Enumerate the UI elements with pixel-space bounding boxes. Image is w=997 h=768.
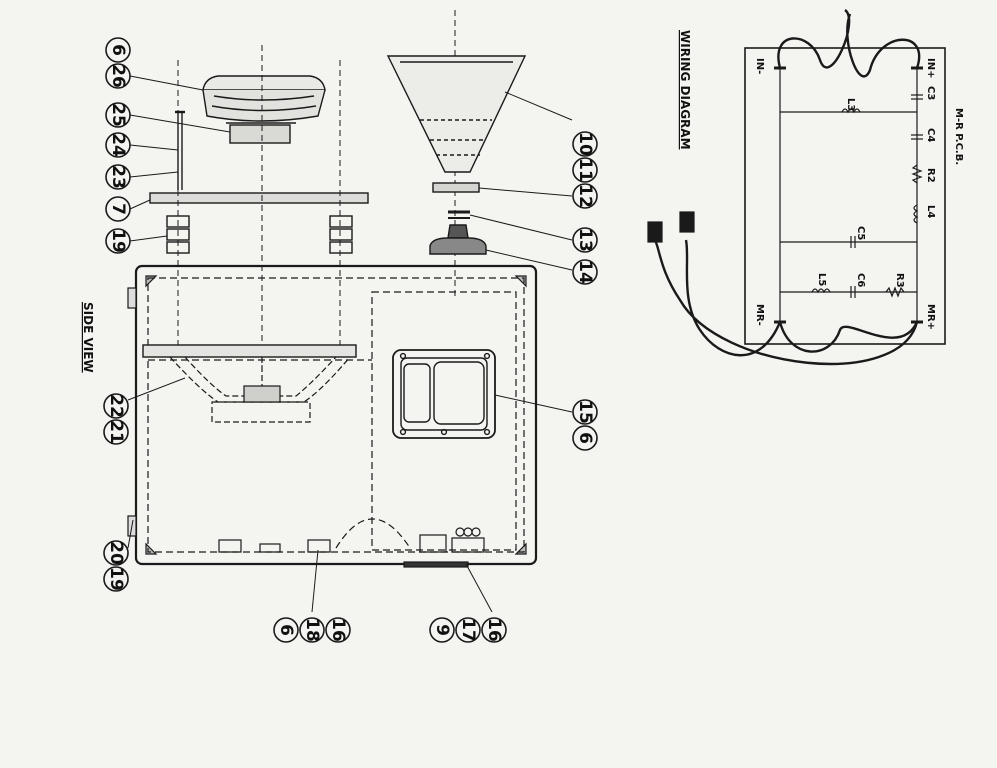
callout-24: 24	[105, 132, 131, 158]
spacer-stack-right	[329, 215, 353, 254]
callout-14: 14	[572, 259, 598, 285]
horn-part	[386, 55, 527, 173]
component-r3-label: R3	[894, 273, 905, 288]
callout-label: 14	[575, 260, 595, 284]
pcb-outline	[744, 47, 946, 345]
component-c5-label: C5	[855, 226, 866, 240]
woofer-board-part	[142, 344, 357, 358]
callout-label: 6	[276, 624, 296, 636]
callout-label: 7	[108, 203, 128, 215]
callout-label: 16	[328, 618, 348, 642]
callout-9-17-16: 9 17 16	[429, 617, 507, 643]
pcb-label: M-R P.C.B.	[953, 108, 964, 165]
terminal-mr-pos-label: MR+	[925, 304, 936, 330]
component-l5-label: L5	[816, 273, 827, 286]
callout-label: 17	[458, 618, 478, 642]
callout-label: 19	[108, 229, 128, 253]
terminal-in-pos-label: IN+	[925, 58, 936, 78]
connector-plug	[679, 211, 695, 233]
component-r2-label: R2	[925, 168, 936, 183]
callout-22-21: 22 21	[103, 393, 129, 445]
resistor-r2	[911, 164, 923, 184]
cabinet-outline	[134, 264, 538, 566]
callout-label: 21	[106, 420, 126, 444]
callout-label: 11	[575, 158, 595, 182]
terminal-mr-neg-label: MR-	[754, 304, 765, 326]
callout-13: 13	[572, 227, 598, 253]
terminal-in-neg-label: IN-	[754, 58, 765, 74]
component-l4-label: L4	[925, 205, 936, 218]
woofer-magnet-part	[243, 385, 281, 403]
horn-adapter-part	[432, 182, 480, 193]
callout-label: 24	[108, 133, 128, 157]
gasket-part	[448, 210, 470, 219]
callout-label: 16	[484, 618, 504, 642]
woofer-cover-part	[202, 75, 326, 144]
callout-group: 6 26 25 24 23 7 19 22 21 20	[103, 37, 598, 643]
wiring-labels: WIRING DIAGRAM M-R P.C.B. IN- IN+ MR- MR…	[678, 30, 964, 330]
baffle-plate-part	[149, 192, 369, 204]
callout-label: 13	[575, 228, 595, 252]
side-view	[127, 10, 573, 613]
callout-label: 6	[108, 44, 128, 56]
capacitor-c3	[911, 94, 923, 100]
wiring-diagram-title: WIRING DIAGRAM	[678, 30, 692, 150]
inductor-l5	[811, 288, 831, 294]
callout-6-18-16: 6 18 16	[273, 617, 351, 643]
callout-label: 18	[302, 618, 322, 642]
callout-25: 25	[105, 102, 131, 128]
output-cable-loop	[778, 321, 919, 353]
callout-19-top: 19	[105, 228, 131, 254]
callout-label: 26	[108, 64, 128, 88]
compression-driver-part	[429, 224, 487, 255]
callout-12-11-10: 12 11 10	[572, 131, 598, 209]
capacitor-c4	[911, 134, 923, 140]
callout-15-6: 15 6	[572, 399, 598, 451]
callout-label: 9	[432, 624, 452, 636]
component-c6-label: C6	[855, 273, 866, 287]
callout-6-26: 6 26	[105, 37, 131, 89]
side-view-title: SIDE VIEW	[81, 302, 95, 373]
callout-label: 15	[575, 400, 595, 424]
callout-label: 19	[106, 567, 126, 591]
callout-label: 6	[575, 432, 595, 444]
cabinet-bottom-hardware	[218, 527, 485, 568]
callout-label: 20	[106, 541, 126, 565]
connector-plug	[647, 221, 663, 243]
input-cable	[777, 9, 921, 78]
callout-20-19: 20 19	[103, 540, 129, 592]
driver-leads	[653, 239, 919, 366]
component-l3-label: L3	[845, 98, 856, 111]
callout-23: 23	[105, 164, 131, 190]
callout-label: 12	[575, 184, 595, 208]
cabinet-inner-walls	[147, 277, 525, 553]
callout-leader-lines	[127, 75, 573, 613]
callout-label: 25	[108, 103, 128, 127]
callout-7: 7	[105, 196, 131, 222]
component-c3-label: C3	[925, 86, 936, 100]
port-tube-part	[392, 349, 496, 439]
callout-label: 10	[575, 132, 595, 156]
component-c4-label: C4	[925, 128, 936, 142]
wiring-diagram	[647, 9, 946, 366]
inductor-l4	[913, 204, 919, 224]
callout-label: 23	[108, 165, 128, 189]
callout-label: 22	[106, 394, 126, 418]
inductor-l3	[841, 108, 861, 114]
resistor-r3	[885, 286, 905, 298]
